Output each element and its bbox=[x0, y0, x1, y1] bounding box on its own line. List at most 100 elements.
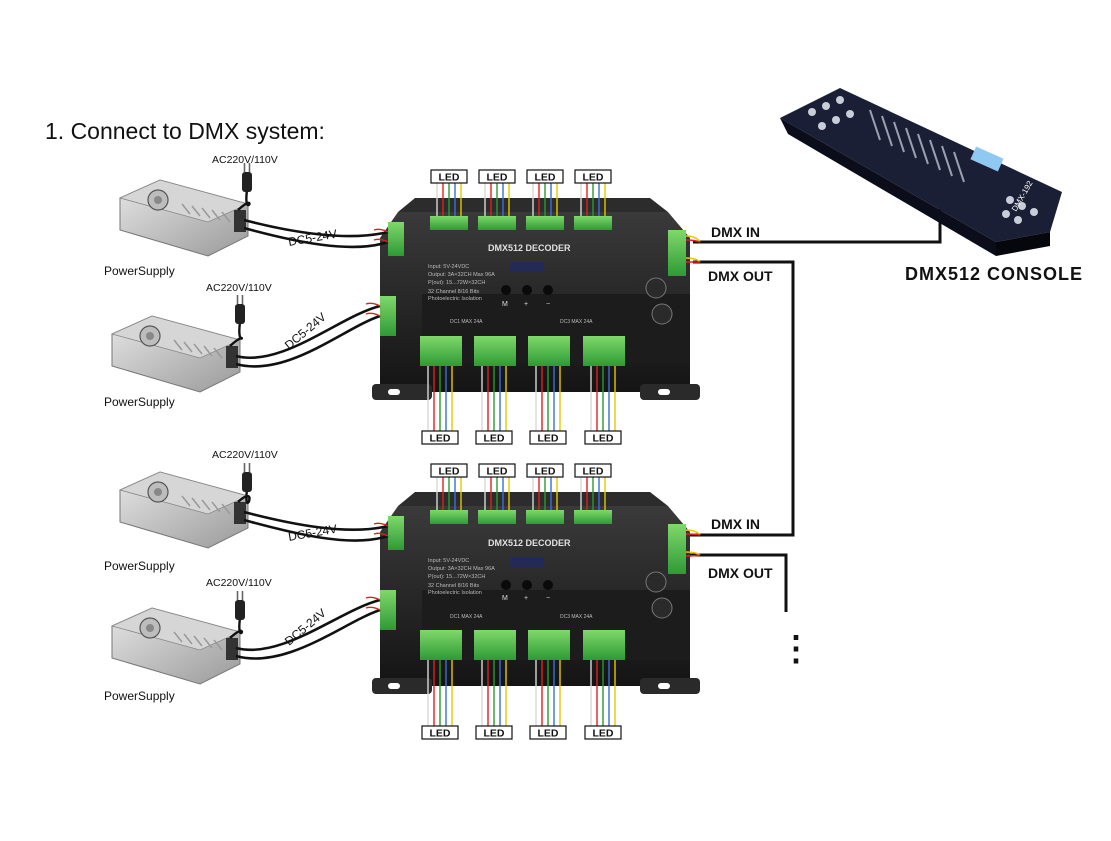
led-label-box: LED bbox=[478, 463, 516, 478]
led-outputs: LED LED LED LED LED LED LED LED LED LED LED LED LED L… bbox=[421, 169, 622, 740]
power-supplies: AC220V/110VPowerSupplyDC5-24VAC220V/110V… bbox=[104, 154, 389, 703]
dc-cable bbox=[235, 608, 381, 660]
power-terminal-2 bbox=[380, 590, 396, 630]
continuation-mark: ⋮ bbox=[779, 630, 813, 668]
led-label-box: LED bbox=[584, 430, 622, 445]
up-button-label: + bbox=[524, 595, 528, 602]
output-terminal-bottom bbox=[528, 336, 570, 366]
mode-button-label: M bbox=[502, 301, 508, 308]
mode-button-label: M bbox=[502, 595, 508, 602]
dc-cable bbox=[235, 304, 381, 359]
group-label: DC1 MAX 24A bbox=[450, 319, 483, 325]
output-terminal-bottom bbox=[474, 336, 516, 366]
ac-voltage-label: AC220V/110V bbox=[206, 282, 272, 294]
led-label-box: LED bbox=[475, 430, 513, 445]
led-label-box: LED bbox=[526, 169, 564, 184]
power-supply: AC220V/110V PowerSupply DC5-24V bbox=[104, 449, 389, 573]
dc-cable bbox=[235, 598, 381, 652]
dmx-terminal bbox=[668, 230, 686, 276]
output-terminal-bottom bbox=[583, 630, 625, 660]
display-window bbox=[510, 557, 544, 567]
led-label-box: LED bbox=[478, 169, 516, 184]
led-label-box: LED bbox=[584, 725, 622, 740]
ac-voltage-label: AC220V/110V bbox=[212, 449, 278, 461]
dmx-in-label-2: DMX IN bbox=[711, 516, 760, 532]
decoder-spec: Photoelectric Isolation bbox=[428, 296, 482, 302]
output-terminal-top bbox=[526, 510, 564, 524]
led-label: LED bbox=[593, 433, 614, 445]
led-label: LED bbox=[535, 466, 556, 478]
dc-cable bbox=[243, 218, 389, 238]
led-label-box: LED bbox=[421, 430, 459, 445]
ac-voltage-label: AC220V/110V bbox=[206, 577, 272, 589]
decoder-spec: 32 Channel 8/16 Bits bbox=[428, 583, 479, 589]
dmx-out-label-1: DMX OUT bbox=[708, 268, 773, 284]
power-supply-label: PowerSupply bbox=[104, 395, 175, 409]
decoder-spec: Input: 5V-24VDC bbox=[428, 558, 469, 564]
mode-button bbox=[501, 580, 511, 590]
console-label: DMX512 CONSOLE bbox=[905, 264, 1083, 284]
dc-cable bbox=[243, 226, 389, 249]
power-supply-label: PowerSupply bbox=[104, 264, 175, 278]
led-label: LED bbox=[484, 433, 505, 445]
power-terminal-1 bbox=[388, 516, 404, 550]
power-terminal-1 bbox=[388, 222, 404, 256]
led-label-box: LED bbox=[529, 430, 567, 445]
xlr-socket-in bbox=[645, 571, 667, 593]
mains-plug-icon bbox=[242, 172, 252, 192]
dmx-chain-cable bbox=[690, 260, 795, 537]
decoder-spec: Output: 3A×32CH Max 96A bbox=[428, 272, 495, 278]
led-label: LED bbox=[430, 433, 451, 445]
led-label: LED bbox=[439, 466, 460, 478]
down-button-label: − bbox=[546, 595, 550, 602]
output-terminal-top bbox=[478, 216, 516, 230]
power-supply-label: PowerSupply bbox=[104, 559, 175, 573]
down-button bbox=[543, 580, 553, 590]
dmx-wire-stubs-1 bbox=[685, 235, 701, 263]
output-terminal-top bbox=[430, 216, 468, 230]
dmx-in-label-1: DMX IN bbox=[711, 224, 760, 240]
up-button bbox=[522, 580, 532, 590]
decoder-spec: Output: 3A×32CH Max 96A bbox=[428, 566, 495, 572]
led-label: LED bbox=[484, 728, 505, 740]
led-label: LED bbox=[430, 728, 451, 740]
dc-voltage-label: DC5-24V bbox=[287, 522, 338, 544]
led-label: LED bbox=[487, 172, 508, 184]
decoder-spec: Photoelectric Isolation bbox=[428, 590, 482, 596]
decoder-title: DMX512 DECODER bbox=[488, 538, 571, 548]
decoder-spec: 32 Channel 8/16 Bits bbox=[428, 289, 479, 295]
dmx-wire-stubs-2 bbox=[685, 529, 701, 557]
led-label: LED bbox=[593, 728, 614, 740]
dmx-terminal bbox=[668, 524, 686, 574]
up-button-label: + bbox=[524, 301, 528, 308]
led-label: LED bbox=[487, 466, 508, 478]
output-terminal-bottom bbox=[528, 630, 570, 660]
output-terminal-bottom bbox=[420, 336, 462, 366]
mains-plug-icon bbox=[235, 600, 245, 620]
led-label-box: LED bbox=[574, 463, 612, 478]
led-label-box: LED bbox=[421, 725, 459, 740]
output-terminal-bottom bbox=[583, 336, 625, 366]
xlr-socket-out bbox=[651, 597, 673, 619]
dc-cable bbox=[235, 314, 381, 368]
output-terminal-top bbox=[574, 510, 612, 524]
xlr-socket-in bbox=[645, 277, 667, 299]
decoder-2: DMX512 DECODER Input: 5V-24VDC Output: 3… bbox=[372, 492, 700, 694]
led-label: LED bbox=[535, 172, 556, 184]
decoder-spec: P(out): 15...72W×32CH bbox=[428, 574, 485, 580]
display-window bbox=[510, 262, 544, 272]
dc-cable bbox=[243, 510, 389, 531]
led-label-box: LED bbox=[475, 725, 513, 740]
dmx-console: DMX-192 bbox=[780, 88, 1062, 256]
xlr-socket-out bbox=[651, 303, 673, 325]
down-button bbox=[543, 285, 553, 295]
led-label-box: LED bbox=[430, 169, 468, 184]
decoder-spec: P(out): 15...72W×32CH bbox=[428, 280, 485, 286]
up-button bbox=[522, 285, 532, 295]
dmx-out-cable-2 bbox=[690, 553, 788, 612]
dc-cable bbox=[243, 518, 389, 542]
group-label: DC1 MAX 24A bbox=[450, 614, 483, 620]
